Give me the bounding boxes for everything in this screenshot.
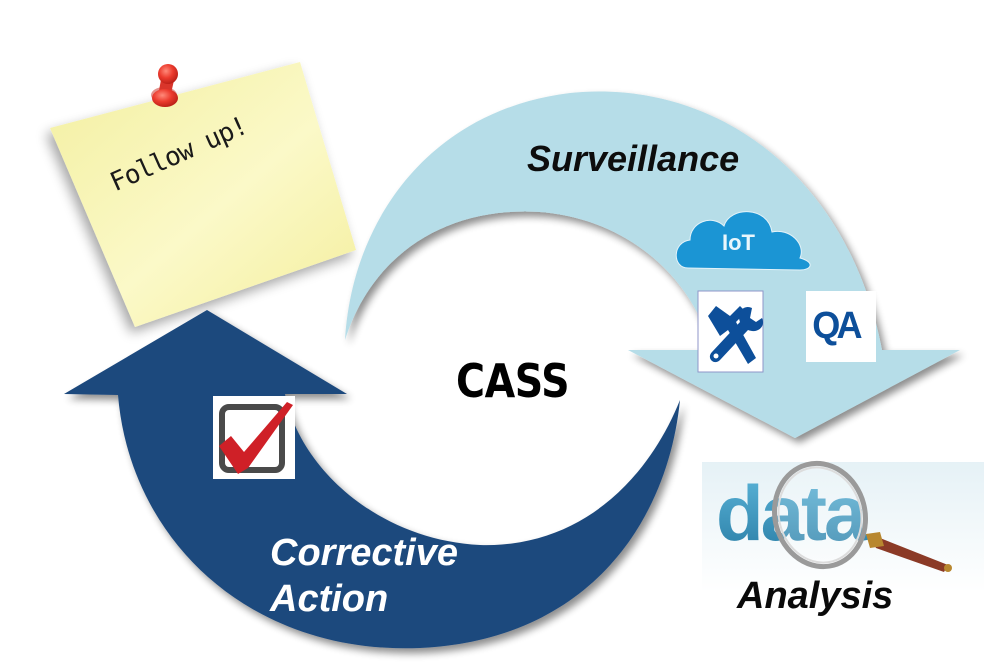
center-title: CASS (456, 354, 570, 408)
push-pin-icon (151, 64, 178, 107)
surveillance-label: Surveillance (527, 138, 740, 179)
corrective-action-arrow (64, 310, 680, 649)
analysis-label: Analysis (737, 575, 894, 617)
iot-label: IoT (722, 230, 755, 255)
cloud-iot-icon (675, 211, 811, 271)
corrective-label-line2: Action (270, 578, 389, 620)
qa-label: QA (812, 305, 862, 347)
checkbox-checked-icon (213, 396, 295, 479)
sticky-note-icon (50, 62, 356, 327)
corrective-action-label: Corrective Action (270, 530, 458, 622)
corrective-label-line1: Corrective (270, 532, 458, 574)
data-magnifier-icon: data (702, 460, 984, 592)
qa-icon: QA (806, 291, 876, 362)
tools-icon (697, 290, 764, 373)
data-word-graphic: data (716, 469, 868, 557)
